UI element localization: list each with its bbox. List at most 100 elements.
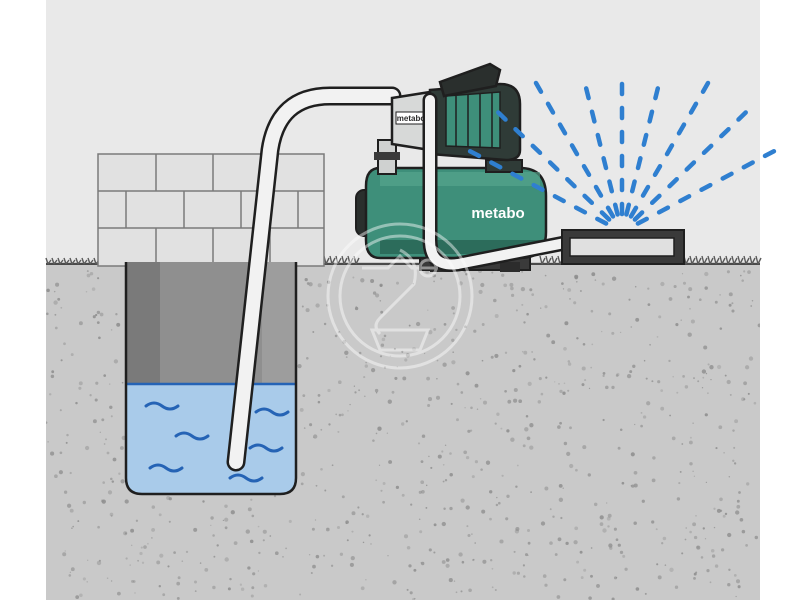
- soil-speckle: [521, 303, 524, 306]
- soil-speckle: [491, 586, 494, 589]
- soil-speckle: [494, 353, 499, 358]
- soil-speckle: [591, 272, 596, 277]
- soil-speckle: [433, 551, 436, 554]
- spray-droplet: [547, 160, 560, 172]
- soil-speckle: [263, 583, 268, 588]
- soil-speckle: [60, 359, 63, 362]
- soil-speckle: [177, 576, 181, 580]
- soil-speckle: [510, 437, 515, 442]
- soil-speckle: [704, 538, 707, 540]
- soil-speckle: [613, 527, 617, 531]
- soil-speckle: [753, 401, 757, 405]
- soil-speckle: [308, 553, 311, 556]
- soil-speckle: [660, 389, 664, 392]
- soil-speckle: [406, 545, 411, 550]
- soil-speckle: [464, 407, 466, 409]
- soil-speckle: [692, 422, 694, 424]
- soil-speckle: [354, 391, 357, 394]
- soil-speckle: [575, 280, 578, 283]
- soil-speckle: [336, 525, 341, 530]
- soil-speckle: [569, 298, 571, 300]
- soil-speckle: [602, 528, 607, 533]
- soil-speckle: [135, 519, 139, 522]
- soil-speckle: [473, 329, 477, 333]
- soil-speckle: [151, 537, 153, 539]
- soil-speckle: [123, 531, 128, 536]
- soil-speckle: [668, 297, 673, 301]
- soil-speckle: [78, 386, 82, 390]
- well-water: [126, 382, 296, 494]
- well-shaft: [124, 262, 298, 496]
- soil-speckle: [162, 593, 166, 597]
- soil-speckle: [324, 489, 327, 492]
- soil-speckle: [510, 293, 515, 298]
- soil-speckle: [273, 494, 277, 498]
- soil-speckle: [320, 467, 323, 471]
- soil-speckle: [98, 336, 101, 340]
- soil-speckle: [91, 287, 96, 291]
- soil-speckle: [436, 359, 439, 362]
- soil-speckle: [326, 280, 331, 284]
- soil-speckle: [380, 343, 385, 347]
- soil-speckle: [365, 579, 367, 581]
- soil-speckle: [363, 395, 366, 398]
- soil-speckle: [345, 520, 349, 524]
- soil-speckle: [58, 470, 63, 475]
- soil-speckle: [64, 550, 66, 552]
- soil-speckle: [692, 522, 697, 527]
- soil-speckle: [601, 282, 605, 286]
- soil-speckle: [588, 387, 591, 390]
- soil-speckle: [224, 504, 228, 508]
- soil-speckle: [506, 494, 510, 498]
- soil-speckle: [684, 385, 689, 389]
- soil-speckle: [227, 587, 231, 591]
- soil-speckle: [168, 520, 171, 523]
- soil-speckle: [419, 530, 423, 534]
- soil-speckle: [737, 585, 741, 589]
- soil-speckle: [51, 370, 55, 374]
- soil-speckle: [474, 460, 478, 464]
- soil-speckle: [377, 426, 382, 431]
- soil-speckle: [426, 376, 430, 381]
- soil-speckle: [465, 505, 470, 510]
- soil-speckle: [313, 434, 318, 439]
- soil-speckle: [656, 336, 659, 338]
- soil-speckle: [137, 559, 139, 562]
- spray-droplet: [656, 205, 671, 215]
- soil-speckle: [458, 552, 463, 557]
- soil-speckle: [746, 482, 750, 486]
- soil-speckle: [288, 519, 292, 523]
- soil-speckle: [360, 586, 365, 591]
- soil-speckle: [754, 535, 759, 540]
- soil-speckle: [395, 485, 400, 490]
- soil-speckle: [380, 489, 383, 492]
- soil-speckle: [629, 370, 633, 374]
- soil-speckle: [501, 273, 505, 277]
- soil-speckle: [401, 422, 405, 426]
- soil-speckle: [317, 283, 322, 288]
- soil-speckle: [433, 274, 437, 278]
- soil-speckle: [513, 398, 518, 403]
- soil-speckle: [53, 300, 58, 305]
- soil-speckle: [689, 462, 693, 466]
- spray-droplet: [624, 202, 632, 217]
- soil-speckle: [707, 392, 709, 395]
- soil-speckle: [472, 277, 475, 280]
- soil-speckle: [582, 445, 587, 450]
- soil-speckle: [619, 428, 623, 432]
- soil-speckle: [679, 470, 682, 473]
- soil-speckle: [408, 324, 411, 327]
- soil-speckle: [101, 499, 106, 504]
- soil-speckle: [418, 518, 421, 520]
- soil-speckle: [309, 423, 313, 427]
- spray-droplet: [552, 194, 566, 204]
- soil-speckle: [480, 282, 485, 288]
- carry-handle: [438, 62, 502, 98]
- soil-speckle: [456, 418, 459, 422]
- soil-speckle: [417, 442, 421, 445]
- soil-speckle: [113, 359, 119, 364]
- sprinkler-spray: [467, 80, 777, 226]
- soil-speckle: [549, 541, 553, 545]
- spray-droplet: [647, 109, 655, 124]
- soil-speckle: [352, 276, 355, 279]
